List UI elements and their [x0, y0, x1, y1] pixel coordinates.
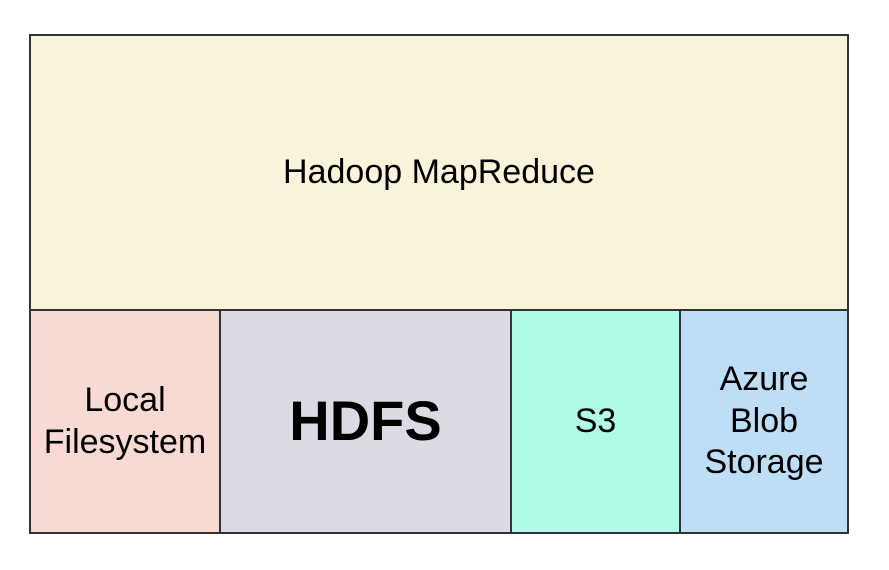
- box-local-filesystem: Local Filesystem: [29, 309, 221, 534]
- box-hdfs: HDFS: [219, 309, 512, 534]
- box-azure-blob-storage: Azure Blob Storage: [679, 309, 849, 534]
- box-local-filesystem-label: Local Filesystem: [43, 381, 207, 461]
- box-s3-label: S3: [574, 401, 617, 440]
- box-hdfs-label: HDFS: [289, 389, 442, 453]
- box-hadoop-mapreduce: Hadoop MapReduce: [29, 34, 849, 311]
- box-azure-blob-storage-label: Azure Blob Storage: [704, 360, 824, 482]
- box-hadoop-mapreduce-label: Hadoop MapReduce: [283, 152, 595, 191]
- box-s3: S3: [510, 309, 681, 534]
